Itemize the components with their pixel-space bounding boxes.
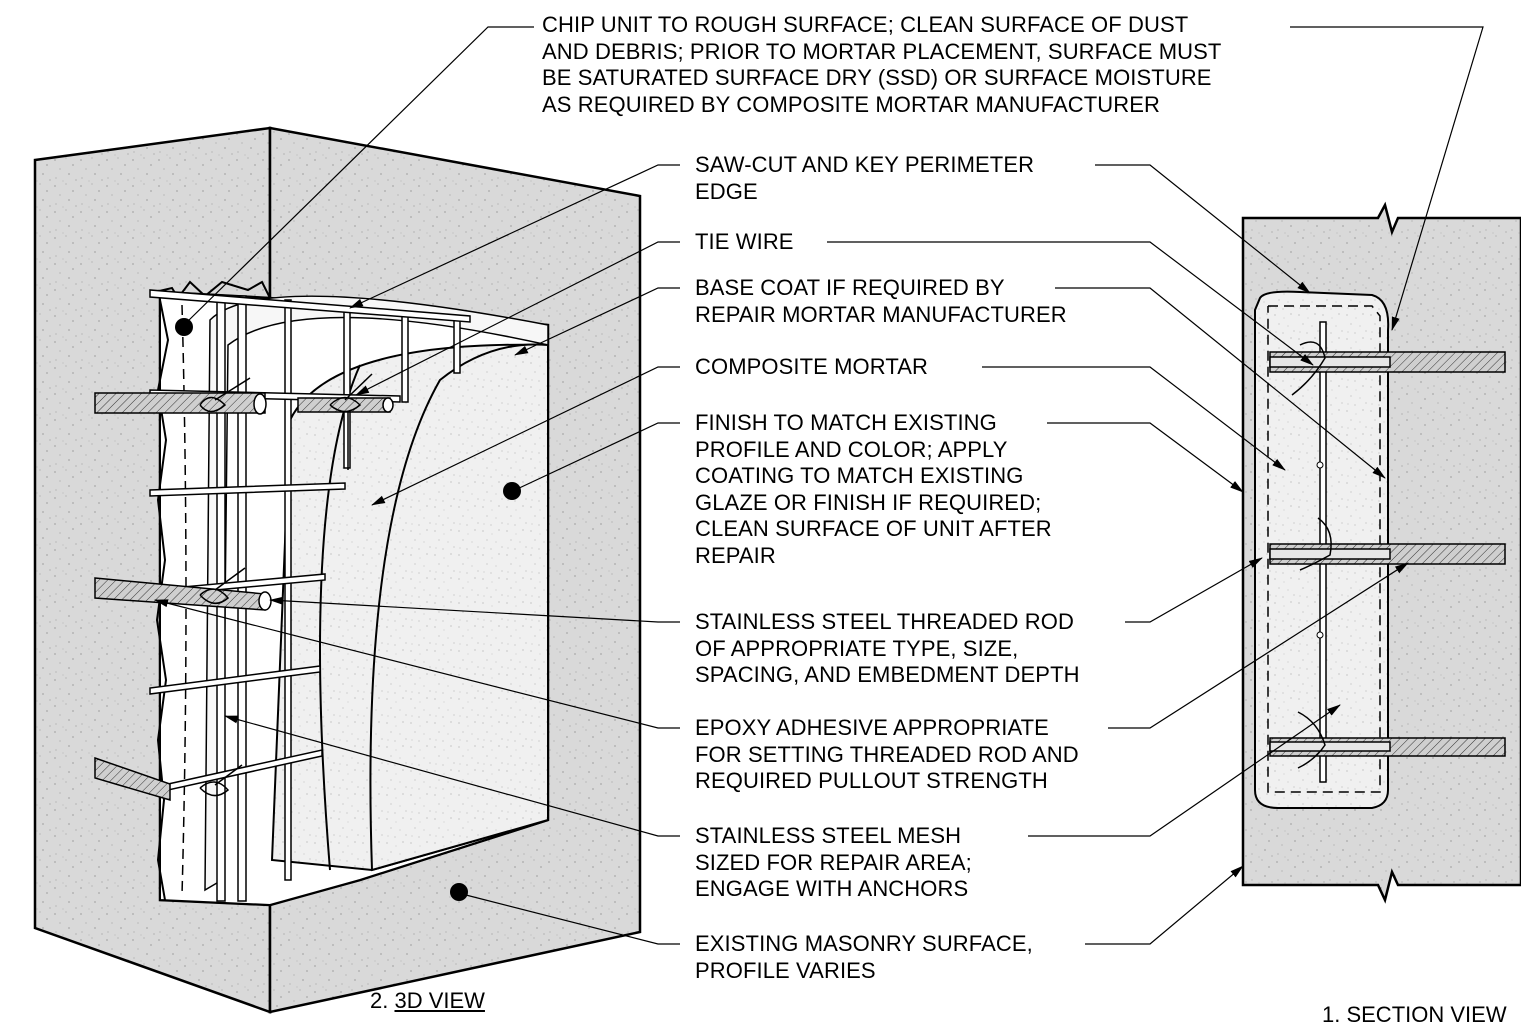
note-tie-wire: TIE WIRE	[695, 229, 794, 256]
note-line: SAW-CUT AND KEY PERIMETER	[695, 152, 1035, 177]
leader-lines	[154, 26, 1484, 945]
section-tie-wires	[1291, 341, 1332, 769]
note-line: OF APPROPRIATE TYPE, SIZE,	[695, 635, 1019, 661]
note-line: COATING TO MATCH EXISTING	[695, 463, 1024, 488]
note-line: ENGAGE WITH ANCHORS	[695, 876, 969, 901]
note-finish: FINISH TO MATCH EXISTING PROFILE AND COL…	[695, 410, 1052, 569]
note-threaded-rod: STAINLESS STEEL THREADED ROD OF APPROPRI…	[695, 609, 1080, 689]
note-line: PROFILE AND COLOR; APPLY	[695, 436, 1008, 462]
note-line: AND DEBRIS; PRIOR TO MORTAR PLACEMENT, S…	[542, 38, 1222, 64]
note-line: EPOXY ADHESIVE APPROPRIATE	[695, 715, 1049, 740]
note-line: STAINLESS STEEL MESH	[695, 823, 962, 848]
note-line: EDGE	[695, 178, 758, 204]
note-line: GLAZE OR FINISH IF REQUIRED;	[695, 489, 1042, 515]
dot-existing	[450, 883, 468, 901]
note-composite-mortar: COMPOSITE MORTAR	[695, 354, 928, 381]
note-line: EXISTING MASONRY SURFACE,	[695, 931, 1033, 956]
note-base-coat: BASE COAT IF REQUIRED BY REPAIR MORTAR M…	[695, 275, 1067, 328]
finish-mortar	[369, 343, 549, 872]
note-line: SIZED FOR REPAIR AREA;	[695, 849, 972, 875]
tie-wires-3d	[199, 373, 373, 797]
caption-3d-view: 2. 3D VIEW	[370, 988, 485, 1014]
note-line: BASE COAT IF REQUIRED BY	[695, 275, 1005, 300]
note-line: CLEAN SURFACE OF UNIT AFTER	[695, 516, 1052, 541]
note-epoxy: EPOXY ADHESIVE APPROPRIATE FOR SETTING T…	[695, 715, 1079, 795]
view-3d	[33, 126, 642, 1014]
caption-section-view: 1. SECTION VIEW	[1322, 1002, 1507, 1028]
note-line: AS REQUIRED BY COMPOSITE MORTAR MANUFACT…	[542, 91, 1161, 117]
note-existing: EXISTING MASONRY SURFACE, PROFILE VARIES	[695, 931, 1033, 984]
note-line: TIE WIRE	[695, 229, 794, 254]
note-line: BE SATURATED SURFACE DRY (SSD) OR SURFAC…	[542, 65, 1212, 90]
caption-title: 3D VIEW	[394, 988, 485, 1013]
view-section	[1241, 201, 1521, 904]
note-chip-unit: CHIP UNIT TO ROUGH SURFACE; CLEAN SURFAC…	[542, 12, 1221, 118]
note-saw-cut: SAW-CUT AND KEY PERIMETER EDGE	[695, 152, 1034, 205]
note-line: FOR SETTING THREADED ROD AND	[695, 741, 1079, 767]
note-line: REPAIR MORTAR MANUFACTURER	[695, 301, 1067, 327]
dot-finish	[503, 482, 521, 500]
note-mesh: STAINLESS STEEL MESH SIZED FOR REPAIR AR…	[695, 823, 972, 903]
note-line: REQUIRED PULLOUT STRENGTH	[695, 768, 1048, 793]
note-line: COMPOSITE MORTAR	[695, 354, 929, 379]
note-line: REPAIR	[695, 542, 776, 568]
note-line: CHIP UNIT TO ROUGH SURFACE; CLEAN SURFAC…	[542, 12, 1189, 37]
note-line: FINISH TO MATCH EXISTING	[695, 410, 997, 435]
note-line: STAINLESS STEEL THREADED ROD	[695, 609, 1074, 634]
note-line: SPACING, AND EMBEDMENT DEPTH	[695, 662, 1080, 687]
dot-chip	[175, 318, 193, 336]
caption-number: 2.	[370, 988, 389, 1013]
note-line: PROFILE VARIES	[695, 957, 876, 983]
caption-title: 1. SECTION VIEW	[1322, 1002, 1507, 1027]
